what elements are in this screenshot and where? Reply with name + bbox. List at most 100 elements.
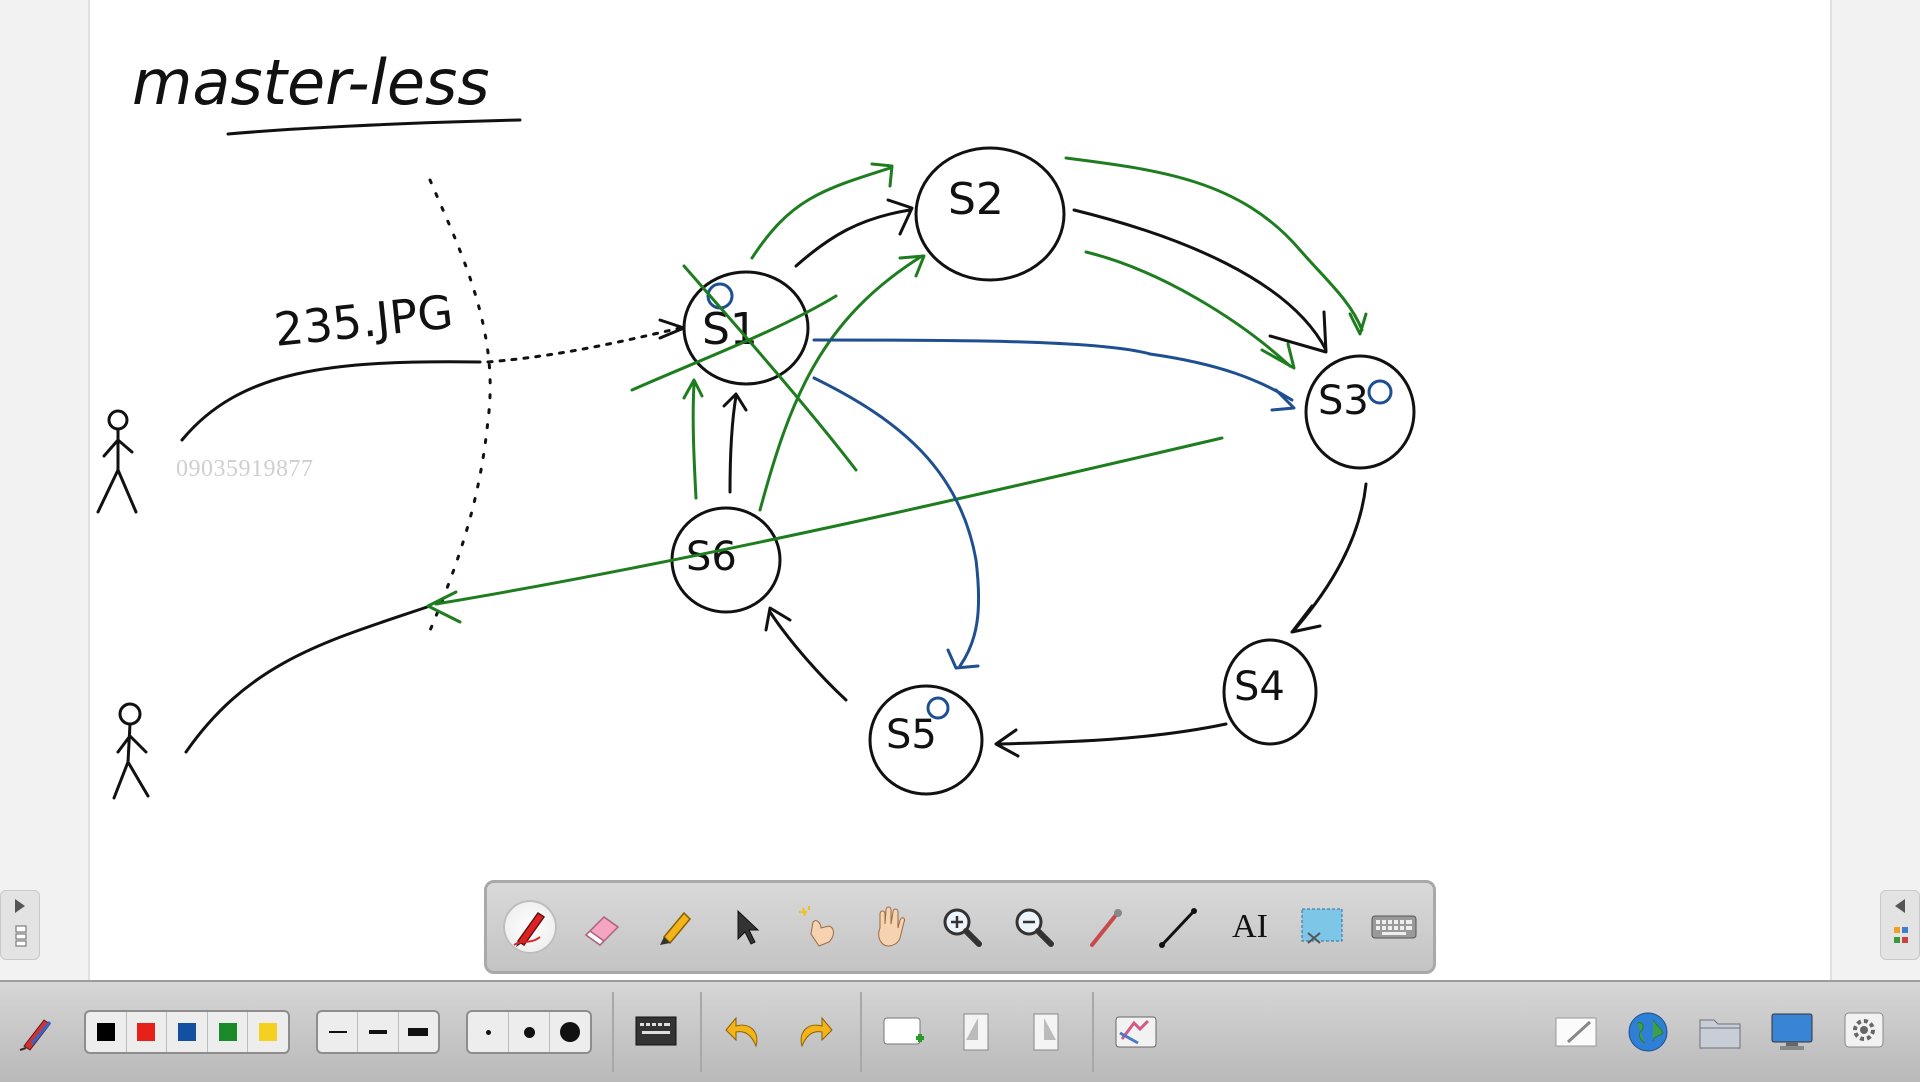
arrow-s2-s3-black	[1072, 208, 1328, 354]
pen-settings-icon	[19, 1019, 52, 1051]
arrow-s6-s1-black	[722, 392, 748, 494]
add-page-button[interactable]	[876, 1004, 932, 1060]
board-title: master-less	[132, 46, 490, 119]
arrow-s1-s2-black	[794, 198, 914, 268]
gallery-button[interactable]	[1108, 1004, 1164, 1060]
line-width-selector	[316, 1010, 440, 1054]
browser-button[interactable]	[1620, 1004, 1676, 1060]
svg-text:S3: S3	[1318, 378, 1369, 424]
canvas-area[interactable]	[0, 0, 1920, 980]
drawing-board[interactable]: master-less 235.JPG S1 S2 S3 S4 S5	[0, 0, 1920, 980]
separator	[1092, 992, 1094, 1072]
color-blue[interactable]	[167, 1012, 208, 1052]
next-page-button[interactable]	[1018, 1004, 1074, 1060]
eraser-tool-button[interactable]	[575, 900, 629, 954]
screen-capture-button[interactable]	[1295, 900, 1349, 954]
dot-size-medium[interactable]	[509, 1012, 550, 1052]
left-panel-toggle[interactable]	[0, 890, 40, 960]
zoom-out-icon	[1015, 908, 1054, 947]
line-tool-button[interactable]	[1151, 900, 1205, 954]
color-green[interactable]	[208, 1012, 249, 1052]
select-tool-button[interactable]	[719, 900, 773, 954]
whiteboard-page[interactable]	[88, 0, 1832, 980]
settings-button[interactable]	[1836, 1004, 1892, 1060]
strike-line-1	[682, 264, 858, 472]
arrow-s3-s4-black	[1290, 482, 1368, 634]
user-figure-2	[112, 702, 150, 800]
undo-button[interactable]	[716, 1004, 772, 1060]
eraser-icon	[584, 916, 620, 946]
pen-tool-button[interactable]	[503, 900, 557, 954]
zoom-out-button[interactable]	[1007, 900, 1061, 954]
arrow-s3-user2-green	[426, 436, 1224, 624]
highlighter-tool-button[interactable]	[647, 900, 701, 954]
previous-page-button[interactable]	[948, 1004, 1004, 1060]
arrow-s6-s2-green	[758, 254, 926, 512]
expand-right-icon	[15, 899, 25, 913]
page-list-icon	[15, 925, 27, 947]
request-arrowhead	[658, 318, 686, 340]
svg-text:S4: S4	[1234, 664, 1285, 710]
color-black[interactable]	[86, 1012, 127, 1052]
separator	[860, 992, 862, 1072]
separator	[700, 992, 702, 1072]
folder-button[interactable]	[1692, 1004, 1748, 1060]
expand-left-icon	[1895, 899, 1905, 913]
arrow-s1-s2-green	[750, 162, 894, 260]
partition-dotted-line	[424, 178, 492, 642]
user-figure-1	[96, 409, 138, 514]
server-s1: S1	[682, 270, 810, 386]
line-width-medium[interactable]	[358, 1012, 399, 1052]
arrow-s1-s5-blue	[812, 376, 981, 670]
text-tool-button[interactable]: AI	[1223, 900, 1277, 954]
pen-settings-button[interactable]	[10, 1004, 66, 1060]
redo-icon	[800, 1016, 833, 1048]
whiteboard-button[interactable]	[1548, 1004, 1604, 1060]
display-icon	[1771, 1013, 1813, 1050]
screen-shade-button[interactable]	[628, 1004, 684, 1060]
arrow-s5-s6-black	[764, 606, 848, 702]
keyboard-icon	[1371, 915, 1417, 939]
drawing-toolbar: AI	[484, 880, 1436, 974]
right-panel-toggle[interactable]	[1880, 890, 1920, 960]
line-width-thin[interactable]	[318, 1012, 359, 1052]
color-red[interactable]	[127, 1012, 168, 1052]
server-s3: S3	[1304, 354, 1416, 470]
watermark-text: 09035919877	[176, 456, 314, 482]
pan-tool-button[interactable]	[863, 900, 917, 954]
dot-size-small[interactable]	[468, 1012, 509, 1052]
user1-request-line	[180, 360, 482, 442]
keyboard-button[interactable]	[1367, 900, 1421, 954]
server-s2: S2	[914, 146, 1066, 282]
line-icon	[1159, 908, 1197, 948]
resources-icon	[1894, 927, 1908, 943]
server-s4: S4	[1222, 638, 1318, 746]
separator	[612, 992, 614, 1072]
display-button[interactable]	[1764, 1004, 1820, 1060]
magic-pointer-icon	[799, 906, 834, 947]
previous-page-icon	[963, 1013, 989, 1051]
undo-icon	[725, 1016, 758, 1048]
dot-size-selector	[466, 1010, 592, 1054]
laser-pointer-button[interactable]	[1079, 900, 1133, 954]
zoom-in-icon	[943, 908, 982, 947]
arrow-s4-s5-black	[994, 722, 1228, 758]
zoom-in-button[interactable]	[935, 900, 989, 954]
add-page-icon	[883, 1017, 924, 1045]
browser-icon	[1628, 1012, 1668, 1052]
title-underline	[226, 118, 522, 136]
arrow-s2-s3-green-mid	[1084, 250, 1296, 370]
color-yellow[interactable]	[248, 1012, 288, 1052]
redo-button[interactable]	[786, 1004, 842, 1060]
magic-pointer-button[interactable]	[791, 900, 845, 954]
screen-shade-icon	[635, 1016, 677, 1046]
whiteboard-icon	[1555, 1017, 1597, 1047]
highlighter-icon	[660, 911, 692, 945]
settings-icon	[1844, 1012, 1884, 1048]
arrow-s1-s3-blue	[812, 338, 1296, 412]
line-width-thick[interactable]	[399, 1012, 438, 1052]
screen-capture-icon	[1301, 908, 1343, 944]
arrow-s6-s1-green	[682, 378, 704, 500]
user2-response-line	[184, 604, 432, 754]
dot-size-large[interactable]	[550, 1012, 590, 1052]
